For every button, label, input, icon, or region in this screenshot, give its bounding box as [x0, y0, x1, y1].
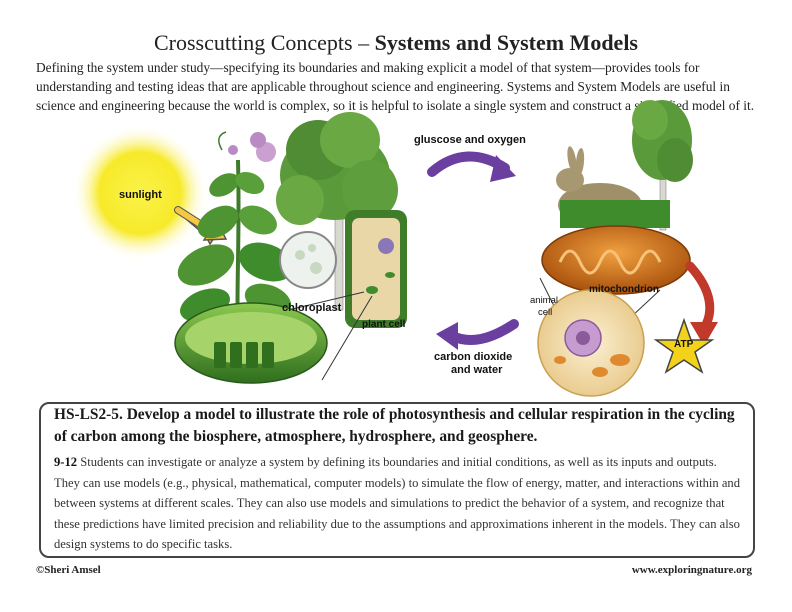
label-plant-cell: plant cell: [362, 319, 406, 330]
footer-website: www.exploringnature.org: [631, 564, 752, 576]
page-title: Crosscutting Concepts – Systems and Syst…: [0, 30, 792, 56]
standard-body: 9-12 Students can investigate or analyze…: [54, 452, 744, 555]
aspen-tree-left: [276, 112, 398, 311]
label-sunlight: sunlight: [119, 189, 162, 201]
label-co2-water-1: carbon dioxide: [434, 351, 513, 363]
carbon-cycle-illustration: [72, 100, 718, 397]
animal-cell-graphic: [537, 277, 661, 397]
title-bold: Systems and System Models: [374, 30, 638, 55]
co2-arrow: [447, 319, 519, 345]
standard-text: Students can investigate or analyze a sy…: [54, 455, 741, 551]
rabbit-graphic: [556, 146, 670, 228]
standard-heading: HS-LS2-5. Develop a model to illustrate …: [54, 406, 735, 445]
label-atp: ATP: [674, 339, 694, 350]
atp-arrow: [685, 261, 715, 333]
atp-star: [653, 317, 715, 374]
title-prefix: Crosscutting Concepts –: [153, 30, 375, 55]
standard-box: [39, 402, 755, 558]
mitochondrion-graphic: [541, 225, 691, 295]
label-glucose-oxygen: gluscose and oxygen: [414, 134, 526, 146]
intro-paragraph: Defining the system under study—specifyi…: [36, 60, 755, 113]
label-mitochondrion: mitochondrion: [589, 284, 659, 295]
plant-cell-graphic: [345, 210, 407, 328]
chloroplast-graphic: [174, 291, 373, 384]
label-co2-water-2: and water: [451, 364, 503, 376]
grade-band: 9-12: [54, 455, 78, 469]
label-chloroplast: chloroplast: [282, 302, 342, 314]
label-animal-cell-2: cell: [538, 307, 553, 318]
footer-copyright: ©Sheri Amsel: [36, 564, 101, 576]
sun-graphic: [72, 125, 208, 261]
label-animal-cell-1: animal: [530, 295, 558, 306]
zoom-circle-graphic: [279, 231, 337, 289]
